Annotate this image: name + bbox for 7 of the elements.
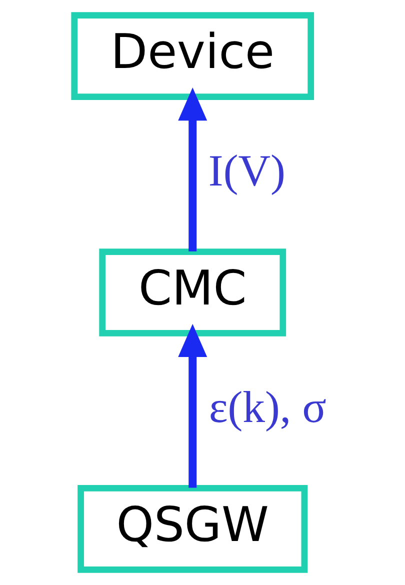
edge-label: I(V) <box>208 145 285 196</box>
node-box: Device <box>70 12 314 100</box>
node-box: QSGW <box>77 485 308 573</box>
arrow <box>178 324 207 488</box>
edge-label: ε(k), σ <box>208 382 326 432</box>
arrow <box>178 87 207 252</box>
node-box: CMC <box>98 248 286 336</box>
